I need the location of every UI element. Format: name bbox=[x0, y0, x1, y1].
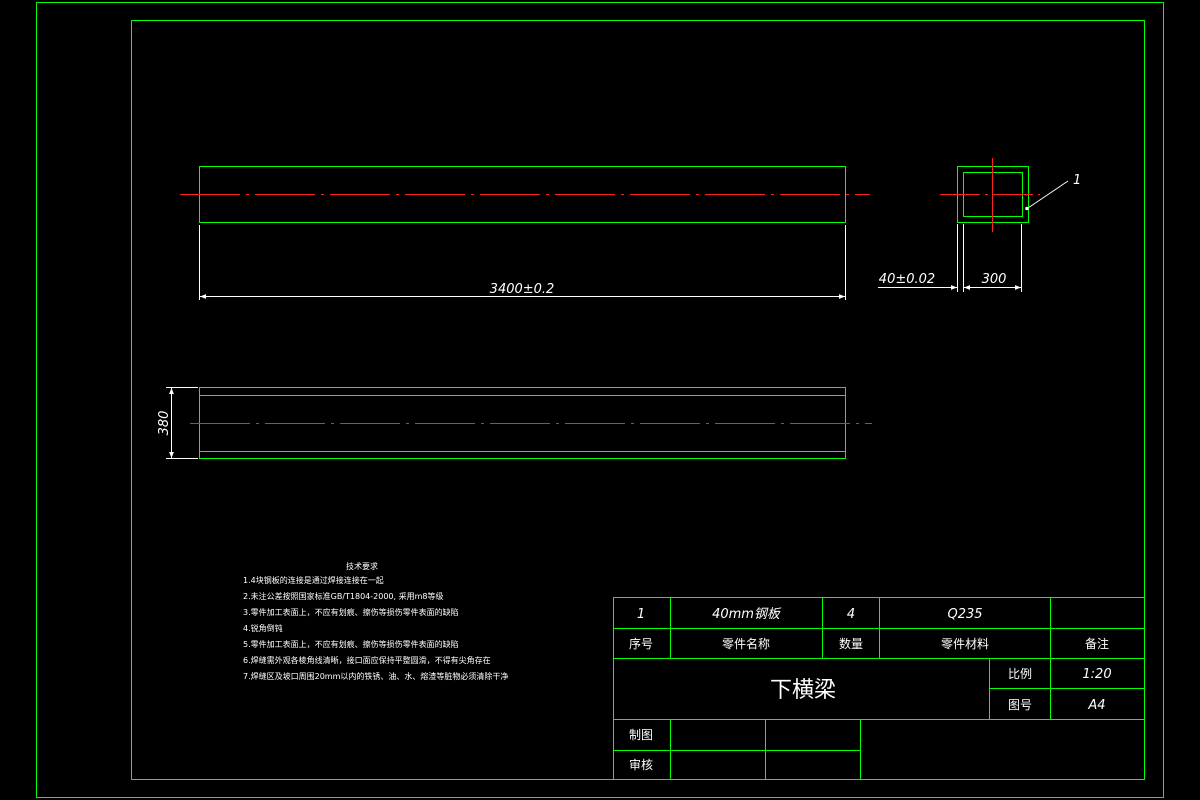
length-dimension: 3400±0.2 bbox=[199, 225, 846, 300]
note-item: 1.4块钢板的连接是通过焊接连接在一起 bbox=[243, 575, 384, 585]
balloon-label: 1 bbox=[1073, 173, 1081, 188]
part-qty: 4 bbox=[847, 607, 855, 622]
top-view bbox=[190, 387, 872, 459]
outer-frame bbox=[36, 2, 1164, 798]
height-dimension: 380 bbox=[157, 387, 198, 459]
header-qty: 数量 bbox=[839, 636, 863, 651]
front-view bbox=[180, 166, 870, 223]
drawing-no-label: 图号 bbox=[1008, 698, 1032, 712]
note-item: 4.锐角倒钝 bbox=[243, 623, 283, 633]
scale-label: 比例 bbox=[1008, 667, 1032, 681]
length-label: 3400±0.2 bbox=[490, 282, 555, 297]
width-label: 300 bbox=[982, 272, 1007, 287]
side-dimensions: 40±0.02 300 bbox=[878, 224, 1022, 292]
checked-label: 审核 bbox=[629, 757, 653, 772]
note-item: 5.零件加工表面上，不应有划痕、擦伤等损伤零件表面的缺陷 bbox=[243, 639, 459, 649]
header-material: 零件材料 bbox=[941, 637, 989, 651]
thickness-label: 40±0.02 bbox=[879, 272, 935, 287]
drawing-no-value: A4 bbox=[1087, 698, 1105, 713]
height-label: 380 bbox=[157, 411, 172, 436]
side-view: 1 bbox=[940, 158, 1081, 232]
note-item: 3.零件加工表面上，不应有划痕、擦伤等损伤零件表面的缺陷 bbox=[243, 607, 459, 617]
note-item: 7.焊缝区及坡口周围20mm以内的铁锈、油、水、熔渣等脏物必须清除干净 bbox=[243, 671, 508, 681]
header-name: 零件名称 bbox=[722, 636, 770, 651]
inner-frame bbox=[131, 20, 1145, 780]
scale-value: 1:20 bbox=[1082, 667, 1111, 682]
notes-title: 技术要求 bbox=[346, 561, 378, 571]
technical-notes: 技术要求 1.4块钢板的连接是通过焊接连接在一起 2.未注公差按照国家标准GB/… bbox=[243, 561, 508, 681]
header-no: 序号 bbox=[629, 636, 653, 651]
part-no: 1 bbox=[637, 607, 645, 622]
title-block: 1 40mm钢板 4 Q235 序号 零件名称 数量 零件材料 备注 下横梁 比… bbox=[613, 597, 1145, 780]
note-item: 6.焊缝需外观各棱角线清晰，接口面应保持平整圆滑，不得有尖角存在 bbox=[243, 655, 491, 665]
header-remark: 备注 bbox=[1085, 636, 1109, 651]
note-item: 2.未注公差按照国家标准GB/T1804-2000, 采用m8等级 bbox=[243, 591, 443, 601]
drawn-label: 制图 bbox=[629, 728, 653, 742]
drawing-title: 下横梁 bbox=[770, 678, 836, 703]
part-material: Q235 bbox=[947, 607, 982, 622]
part-name: 40mm钢板 bbox=[712, 607, 782, 622]
